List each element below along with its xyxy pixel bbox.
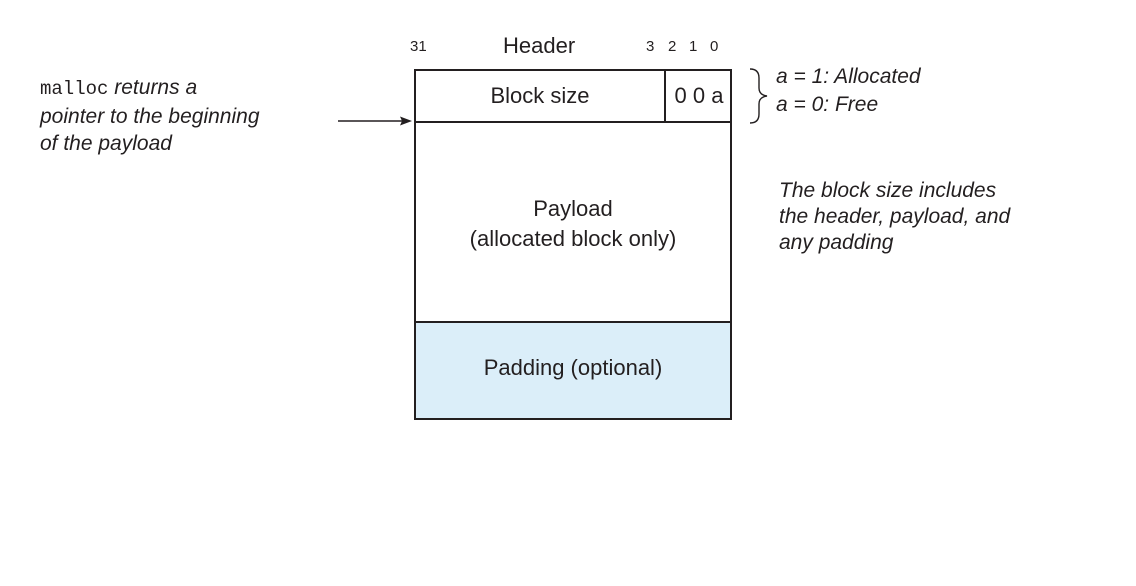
payload-line-2: (allocated block only) (469, 226, 677, 251)
malloc-code: malloc (40, 78, 109, 100)
malloc-line-1-rest: returns a (108, 76, 198, 99)
padding-row (414, 321, 732, 420)
alloc-bit-annotation: a = 1: Allocated a = 0: Free (776, 63, 921, 119)
block-size-label: Block size (490, 83, 590, 108)
bit-label-1: 1 (689, 38, 698, 55)
payload-row (414, 121, 732, 323)
malloc-line-2: pointer to the beginning (40, 105, 260, 128)
curly-brace-icon (749, 68, 768, 124)
block-size-annotation: The block size includes the header, payl… (779, 178, 1010, 256)
malloc-annotation: malloc returns a pointer to the beginnin… (40, 74, 260, 157)
flag-bits-label: 0 0 a (674, 83, 724, 108)
payload-line-1: Payload (533, 196, 613, 221)
size-note-line-3: any padding (779, 231, 894, 254)
alloc-line-2: a = 0: Free (776, 93, 879, 116)
malloc-line-1: malloc returns a (40, 74, 260, 103)
bit-label-0: 0 (710, 38, 719, 55)
payload-label: Payload (allocated block only) (416, 194, 730, 254)
size-note-line-2: the header, payload, and (779, 205, 1011, 228)
padding-label: Padding (optional) (483, 355, 663, 380)
header-title: Header (503, 33, 576, 58)
malloc-arrow-icon (338, 116, 412, 126)
alloc-line-1: a = 1: Allocated (776, 65, 921, 88)
header-divider (664, 69, 666, 123)
bit-label-2: 2 (668, 38, 677, 55)
bit-label-3: 3 (646, 38, 655, 55)
size-note-line-1: The block size includes (779, 179, 997, 202)
malloc-line-3: of the payload (40, 132, 172, 155)
bit-label-31: 31 (410, 38, 427, 55)
